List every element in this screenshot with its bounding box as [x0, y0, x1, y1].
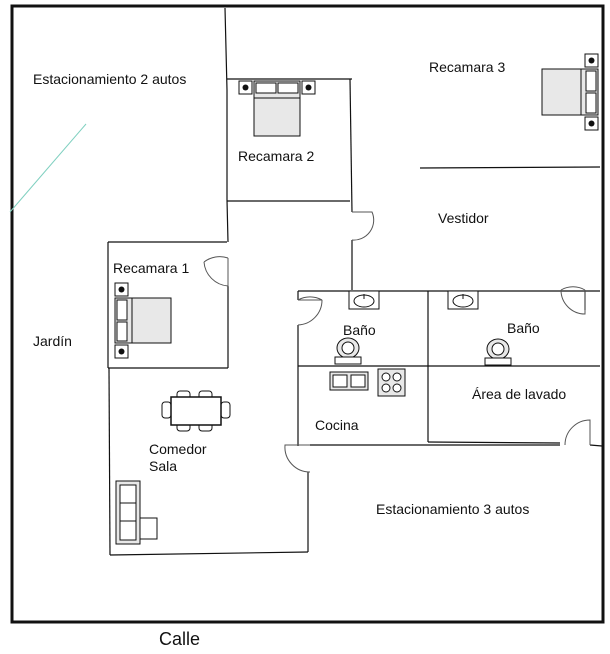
- sink-icon: [447, 290, 479, 310]
- label-living: Sala: [149, 458, 178, 474]
- label-street: Calle: [159, 629, 201, 649]
- label-parking-2: Estacionamiento 2 autos: [33, 71, 187, 87]
- label-laundry: Área de lavado: [472, 386, 567, 402]
- toilet-icon: [334, 337, 362, 365]
- label-parking-3: Estacionamiento 3 autos: [376, 501, 530, 517]
- label-bath-1: Baño: [343, 322, 376, 338]
- label-bedroom-3: Recamara 3: [429, 59, 506, 75]
- label-bedroom-2: Recamara 2: [238, 148, 315, 164]
- label-dressing-room: Vestidor: [438, 210, 489, 226]
- lot-boundary: [10, 4, 605, 624]
- toilet-icon: [484, 338, 512, 366]
- stove-icon: [377, 368, 406, 397]
- bed-icon: [541, 53, 599, 131]
- bed-icon: [238, 80, 316, 137]
- bed-icon: [114, 282, 172, 359]
- interior-walls: [107, 7, 604, 556]
- dining-table-icon: [161, 390, 231, 432]
- label-garden: Jardín: [33, 333, 72, 349]
- label-bath-2: Baño: [507, 320, 540, 336]
- sofa-icon: [115, 480, 158, 545]
- label-kitchen: Cocina: [315, 417, 359, 433]
- doors: [203, 211, 591, 473]
- label-bedroom-1: Recamara 1: [113, 260, 190, 276]
- kitchen-sink-icon: [329, 371, 369, 391]
- sink-icon: [348, 290, 380, 310]
- label-dining: Comedor: [149, 441, 207, 457]
- accent-line: [9, 123, 87, 213]
